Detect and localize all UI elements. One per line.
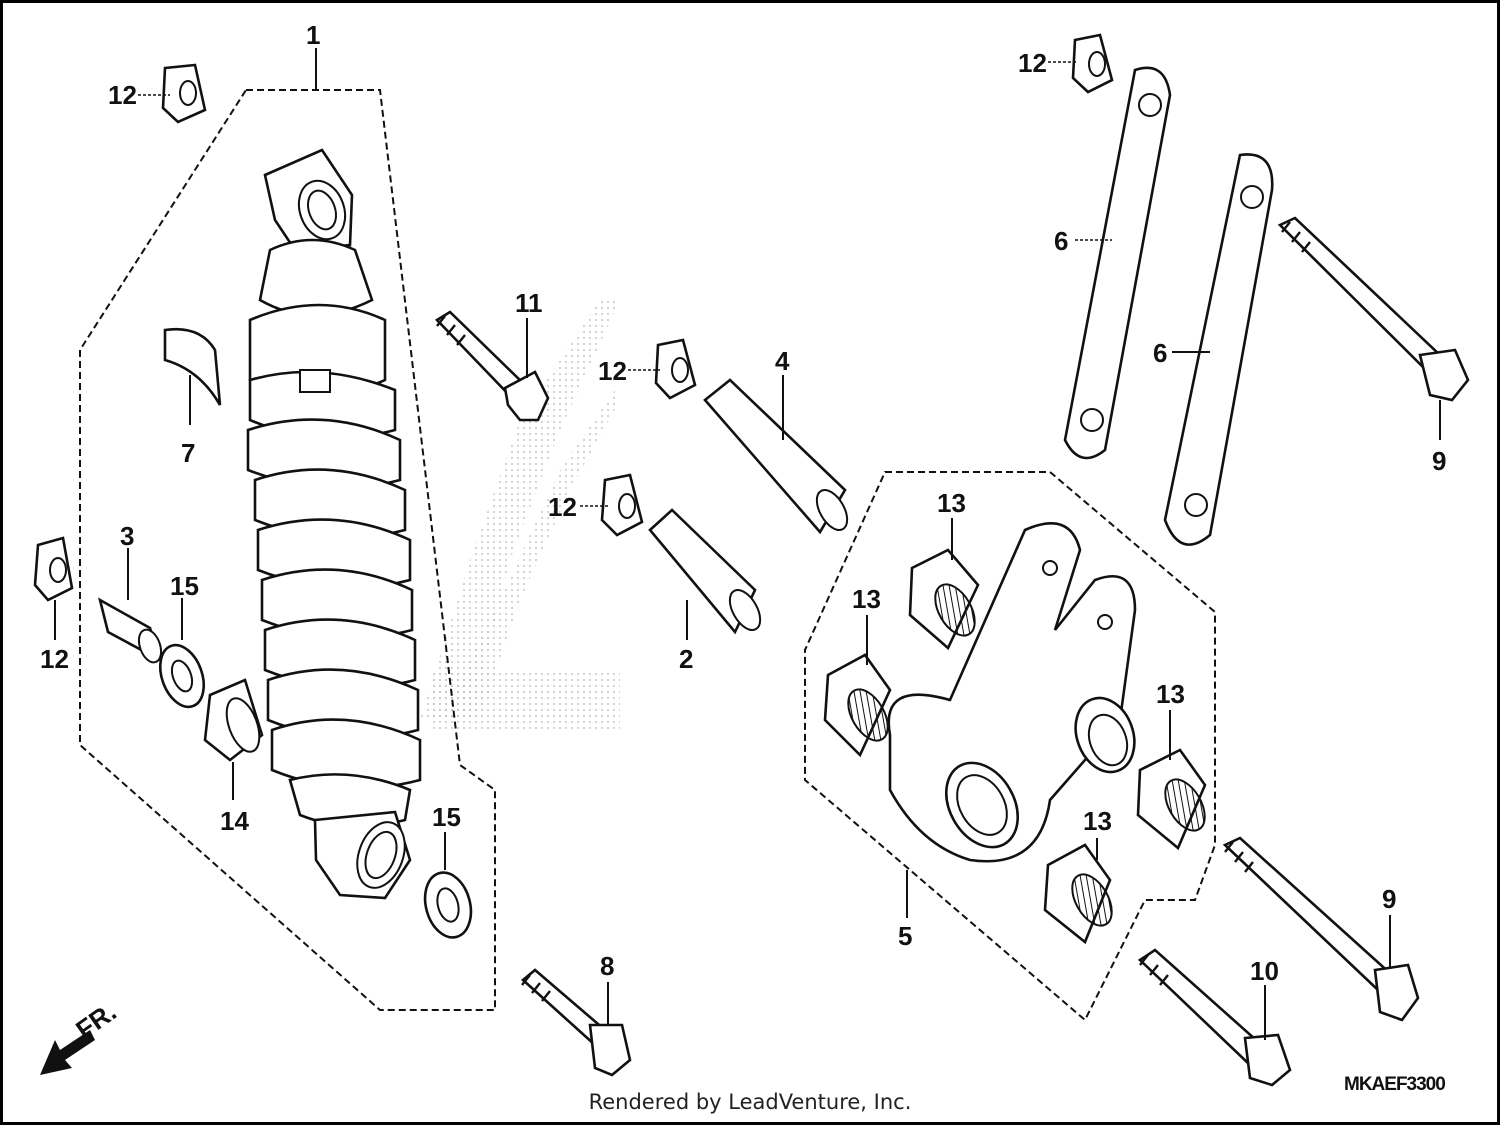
needle-bearing-13-d[interactable]: [1043, 843, 1120, 945]
rear-shock-absorber[interactable]: [246, 148, 422, 900]
callout-11: 11: [515, 288, 543, 318]
flange-nut-12-a[interactable]: [161, 63, 207, 124]
callout-9: 9: [1432, 446, 1446, 476]
collar-3[interactable]: [98, 597, 165, 665]
bolt-9-top[interactable]: [1277, 216, 1470, 402]
needle-bearing-13-c[interactable]: [1136, 748, 1213, 851]
callout-13: 13: [852, 584, 881, 614]
needle-bearing-14[interactable]: [203, 678, 266, 762]
callout-8: 8: [600, 951, 614, 981]
callout-14: 14: [220, 806, 249, 836]
leader-lines: [54, 48, 1441, 1040]
bolt-8[interactable]: [521, 968, 632, 1077]
collar-4[interactable]: [703, 378, 853, 535]
callout-15: 15: [170, 571, 199, 601]
link-assembly-outline: [804, 471, 1216, 1022]
callout-12: 12: [548, 492, 577, 522]
rear-cushion-link-plate-6b[interactable]: [1163, 153, 1274, 546]
callout-12: 12: [108, 80, 137, 110]
bolt-11[interactable]: [434, 310, 550, 422]
callout-12: 12: [1018, 48, 1047, 78]
direction-label: FR.: [70, 996, 122, 1045]
cushion-arm-5[interactable]: [887, 522, 1145, 863]
flange-nut-12-c[interactable]: [654, 338, 697, 400]
brand-watermark: [420, 300, 620, 730]
needle-bearing-13-b[interactable]: [823, 653, 896, 758]
front-direction-arrow: FR.: [40, 996, 122, 1075]
callout-4: 4: [775, 346, 790, 376]
callout-1: 1: [306, 20, 320, 50]
callout-13: 13: [937, 488, 966, 518]
bolt-10[interactable]: [1137, 948, 1292, 1087]
dust-seal-15-right[interactable]: [418, 867, 478, 942]
flange-nut-12-d[interactable]: [600, 473, 644, 537]
bolt-9-bottom[interactable]: [1222, 836, 1420, 1022]
callout-5: 5: [898, 921, 912, 951]
collar-2[interactable]: [648, 508, 766, 635]
callout-15: 15: [432, 802, 461, 832]
flange-nut-12-e[interactable]: [1071, 33, 1114, 94]
callout-10: 10: [1250, 956, 1279, 986]
callout-9: 9: [1382, 884, 1396, 914]
callout-2: 2: [679, 644, 693, 674]
diagram-code: MKAEF3300: [1344, 1074, 1446, 1095]
callout-13: 13: [1083, 806, 1112, 836]
callout-numbers: 1 12 7 3 15 12 14 15 11 12 12 4 2 8 12 6…: [40, 20, 1446, 986]
flange-nut-12-b[interactable]: [33, 536, 74, 602]
callout-6: 6: [1153, 338, 1167, 368]
callout-12: 12: [40, 644, 69, 674]
callout-7: 7: [181, 438, 195, 468]
rear-cushion-link-plate-6a[interactable]: [1063, 66, 1172, 460]
needle-bearing-13-a[interactable]: [908, 548, 983, 651]
callout-13: 13: [1156, 679, 1185, 709]
callout-6: 6: [1054, 226, 1068, 256]
callout-3: 3: [120, 521, 134, 551]
callout-12: 12: [598, 356, 627, 386]
render-credit: Rendered by LeadVenture, Inc.: [588, 1090, 912, 1114]
dust-seal-15-left[interactable]: [152, 639, 211, 713]
caution-label: [163, 327, 222, 406]
